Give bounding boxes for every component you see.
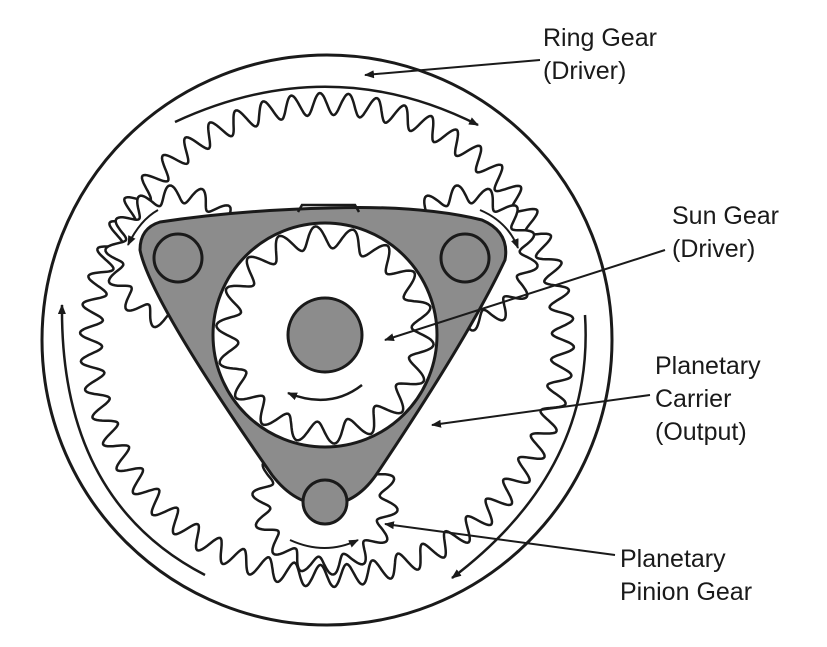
pinion-rotation-arrow-bottom [289,539,359,549]
label-planetary-pinion-gear: Planetary Pinion Gear [620,543,752,609]
label-planetary-carrier-line-3: (Output) [655,418,747,446]
sun-gear-hub [286,296,364,374]
label-sun-gear-line-1: Sun Gear [672,202,780,230]
label-planetary-pinion-gear-line-1: Planetary [620,545,726,573]
label-ring-gear-line-1: Ring Gear [543,24,657,52]
ring-rotation-arrow-top [174,85,479,127]
label-planetary-carrier-line-2: Carrier [655,385,732,413]
label-planetary-pinion-gear-line-2: Pinion Gear [620,578,753,606]
ring-rotation-arrow-left [57,304,206,577]
label-ring-gear: Ring Gear (Driver) [543,22,657,88]
pinion-hub-top-right [439,232,491,284]
label-sun-gear-line-2: (Driver) [672,235,756,263]
label-planetary-carrier: Planetary Carrier (Output) [655,350,761,449]
leader-planetary-pinion-gear [384,521,616,556]
label-planetary-carrier-line-1: Planetary [655,352,761,380]
leader-sun-gear [384,249,666,342]
ring-rotation-arrow-right [451,314,587,579]
leader-ring-gear [364,59,541,79]
sun-rotation-arrow [287,384,363,402]
pinion-hub-bottom [301,478,349,526]
pinion-hub-top-left [152,232,204,284]
pinion-rotation-arrow-top-left [127,209,159,246]
label-ring-gear-line-2: (Driver) [543,57,627,85]
label-sun-gear: Sun Gear (Driver) [672,200,779,266]
leader-planetary-carrier [431,394,651,428]
carrier-notch [296,203,361,213]
pinion-rotation-arrow-top-right [479,209,519,249]
